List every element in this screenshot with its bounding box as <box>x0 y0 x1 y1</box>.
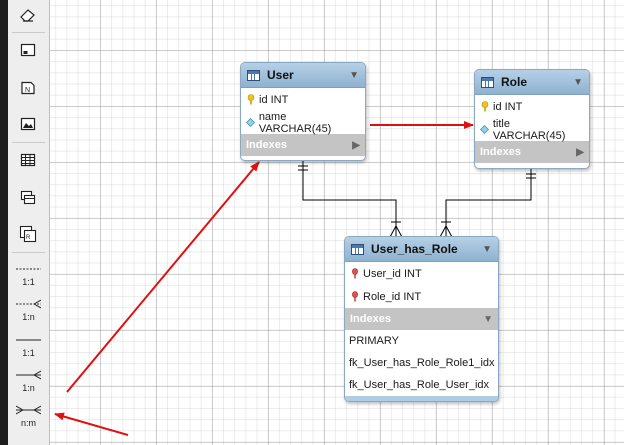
expand-icon[interactable]: ▶ <box>576 146 584 158</box>
svg-text:N: N <box>25 87 30 94</box>
note-icon[interactable]: N <box>14 75 42 101</box>
index-row[interactable]: PRIMARY <box>349 335 399 347</box>
collapse-icon[interactable]: ▼ <box>482 243 492 255</box>
column-row[interactable]: id INT <box>241 88 365 111</box>
arrow-to-nm-tool <box>54 412 129 436</box>
indexes-bar[interactable]: Indexes ▶ <box>241 134 365 156</box>
table-icon <box>481 76 494 88</box>
relationship-1-n-identifying-button[interactable]: 1:n <box>10 366 47 398</box>
layer-icon[interactable] <box>14 37 42 63</box>
index-row[interactable]: fk_User_has_Role_Role1_idx <box>349 357 495 369</box>
relationship-n-m-button[interactable]: n:m <box>10 401 47 433</box>
routine-group-icon[interactable]: R <box>14 221 42 247</box>
column-diamond-icon <box>480 125 490 134</box>
table-user-has-role[interactable]: User_has_Role ▼ User_id INT Role_id INT … <box>344 236 499 402</box>
foreign-key-icon <box>350 291 360 302</box>
table-role[interactable]: Role ▼ id INT title VARCHAR(45) Indexes … <box>474 69 590 169</box>
table-title: User_has_Role <box>371 242 458 256</box>
annotation-arrows <box>54 121 474 436</box>
column-row[interactable]: Role_id INT <box>345 285 498 308</box>
expand-icon[interactable]: ▶ <box>352 139 360 151</box>
relationship-user-to-user-has-role[interactable] <box>298 161 403 238</box>
column-row[interactable]: id INT <box>475 95 589 118</box>
column-row[interactable]: title VARCHAR(45) <box>475 118 589 142</box>
tool-palette: N R 1:1 1:n 1:1 1:n n:m <box>8 0 50 445</box>
collapse-icon[interactable]: ▼ <box>573 76 583 88</box>
index-row[interactable]: fk_User_has_Role_User_idx <box>349 379 490 391</box>
table-footer <box>345 396 498 401</box>
relationship-role-to-user-has-role[interactable] <box>439 169 536 238</box>
indexes-bar[interactable]: Indexes ▶ <box>475 141 589 163</box>
arrow-to-user-table <box>66 161 260 393</box>
table-icon <box>247 69 260 81</box>
window-edge <box>0 0 8 445</box>
relationship-1-n-nonidentifying-button[interactable]: 1:n <box>10 295 47 327</box>
primary-key-icon <box>246 94 256 105</box>
indexes-bar[interactable]: Indexes ▼ <box>345 308 498 330</box>
view-icon[interactable] <box>14 184 42 210</box>
svg-text:R: R <box>26 235 31 241</box>
eraser-icon[interactable] <box>14 3 42 29</box>
primary-key-icon <box>480 101 490 112</box>
relationship-1-1-nonidentifying-button[interactable]: 1:1 <box>16 268 41 287</box>
table-icon <box>351 243 364 255</box>
table-title: User <box>267 68 294 82</box>
table-title: Role <box>501 75 528 89</box>
table-user[interactable]: User ▼ id INT name VARCHAR(45) Indexes ▶ <box>240 62 366 161</box>
collapse-icon[interactable]: ▼ <box>483 313 493 325</box>
column-row[interactable]: name VARCHAR(45) <box>241 111 365 135</box>
column-row[interactable]: User_id INT <box>345 262 498 285</box>
table-icon[interactable] <box>14 147 42 173</box>
image-icon[interactable] <box>14 111 42 137</box>
foreign-key-icon <box>350 268 360 279</box>
relationship-1-1-identifying-button[interactable]: 1:1 <box>16 339 41 358</box>
table-header[interactable]: User_has_Role ▼ <box>345 237 498 262</box>
collapse-icon[interactable]: ▼ <box>349 69 359 81</box>
column-diamond-icon <box>246 118 256 127</box>
table-header[interactable]: Role ▼ <box>475 70 589 95</box>
table-header[interactable]: User ▼ <box>241 63 365 88</box>
